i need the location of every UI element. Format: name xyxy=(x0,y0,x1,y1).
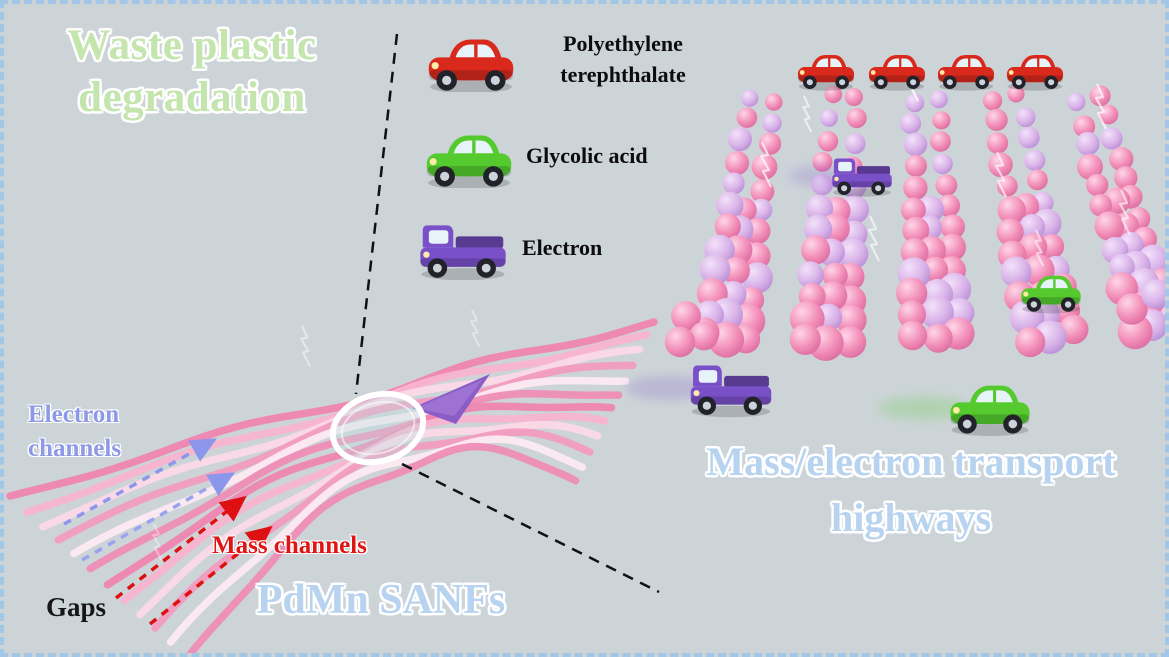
mass-channels-label: Mass channels xyxy=(212,532,367,559)
figure-title: Waste plastic degradation xyxy=(16,20,368,123)
pet-car-icon xyxy=(937,55,995,91)
pdmn-sanfs-label: PdMn SANFs xyxy=(256,577,506,623)
title-line-2: degradation xyxy=(78,73,306,121)
legend-item-pet: Polyethylene terephthalate xyxy=(428,28,718,92)
electron-channels-label: Electron channels xyxy=(28,401,122,462)
legend-item-glycolic-acid: Glycolic acid xyxy=(426,124,648,188)
purple-truck-icon xyxy=(420,225,506,280)
pet-car-icon xyxy=(868,55,926,91)
illustration-canvas xyxy=(6,33,1165,653)
sphere-highways xyxy=(664,85,1165,361)
electron-truck-icon xyxy=(690,365,772,418)
title-line-1: Waste plastic xyxy=(67,22,317,69)
electron-vehicle xyxy=(420,225,506,280)
pet-car-icon xyxy=(797,55,855,91)
green-car-icon xyxy=(426,135,512,188)
magnifier-icon xyxy=(329,374,490,466)
nanofiber-bundle xyxy=(6,318,658,653)
highways-label-line-2: highways xyxy=(830,495,992,540)
glycolic-acid-vehicle xyxy=(426,135,512,188)
legend-label-glycolic-acid: Glycolic acid xyxy=(526,142,648,168)
highways-label: Mass/electron transport highways xyxy=(662,434,1160,546)
legend-item-electron: Electron xyxy=(418,216,602,280)
channel-arrows xyxy=(63,438,273,626)
vehicle-icons xyxy=(626,55,1081,436)
pet-car-icon xyxy=(1006,55,1064,91)
legend-label-pet: Polyethylene terephthalate xyxy=(560,31,686,87)
gaps-label: Gaps xyxy=(46,592,107,622)
electron-truck-icon xyxy=(832,158,892,197)
red-car-icon xyxy=(428,39,514,92)
glycolic-acid-car-icon xyxy=(1021,275,1081,314)
highways-label-line-1: Mass/electron transport xyxy=(706,439,1116,484)
polyethylene-terephthalate-vehicle xyxy=(428,39,514,92)
legend-label-electron: Electron xyxy=(522,234,603,260)
glycolic-acid-car-icon xyxy=(950,385,1030,436)
zoom-dashed-lines xyxy=(354,33,660,594)
